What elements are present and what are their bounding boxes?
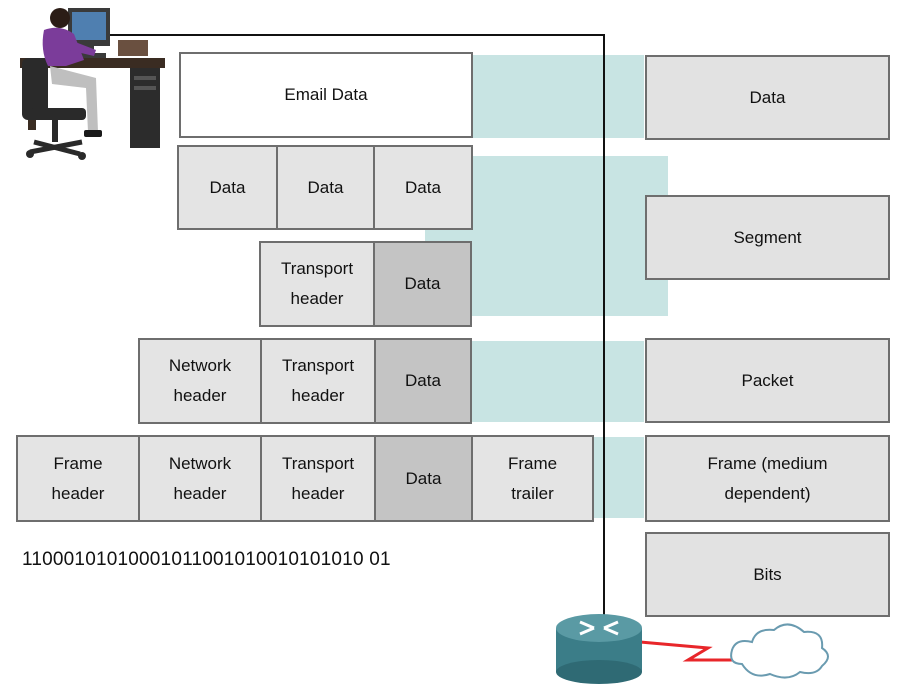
packet-data-cell: Data <box>376 340 470 422</box>
segment-box: Transport header Data <box>259 241 472 327</box>
data-split-box: Data Data Data <box>177 145 473 230</box>
transport-header-cell: Transport header <box>262 340 376 422</box>
frame-box: Frame header Network header Transport he… <box>16 435 594 522</box>
data-cell-3: Data <box>375 147 471 228</box>
transport-header-cell: Transport header <box>262 437 376 520</box>
pdu-data: Data <box>645 55 890 140</box>
bit-stream: 11000101010001011001010010101010 01 <box>22 549 391 570</box>
packet-box: Network header Transport header Data <box>138 338 472 424</box>
connection-line <box>90 34 605 628</box>
data-cell-2: Data <box>278 147 375 228</box>
band-packet <box>470 341 644 422</box>
wan-link <box>639 640 742 662</box>
cloud-icon <box>730 623 829 679</box>
network-header-cell: Network header <box>140 340 262 422</box>
pdu-bits: Bits <box>645 532 890 617</box>
pdu-segment: Segment <box>645 195 890 280</box>
user-at-computer-icon <box>20 8 165 160</box>
transport-header-cell: Transport header <box>261 243 375 325</box>
email-data-box: Email Data <box>179 52 473 138</box>
pdu-frame: Frame (medium dependent) <box>645 435 890 522</box>
segment-data-cell: Data <box>375 243 470 325</box>
network-header-cell: Network header <box>140 437 262 520</box>
data-cell-1: Data <box>179 147 278 228</box>
email-data-label: Email Data <box>181 54 471 136</box>
router-icon <box>556 614 642 684</box>
frame-trailer-cell: Frame trailer <box>473 437 592 520</box>
band-frame <box>592 437 644 518</box>
pdu-packet: Packet <box>645 338 890 423</box>
frame-data-cell: Data <box>376 437 473 520</box>
band-data <box>472 55 644 138</box>
frame-header-cell: Frame header <box>18 437 140 520</box>
